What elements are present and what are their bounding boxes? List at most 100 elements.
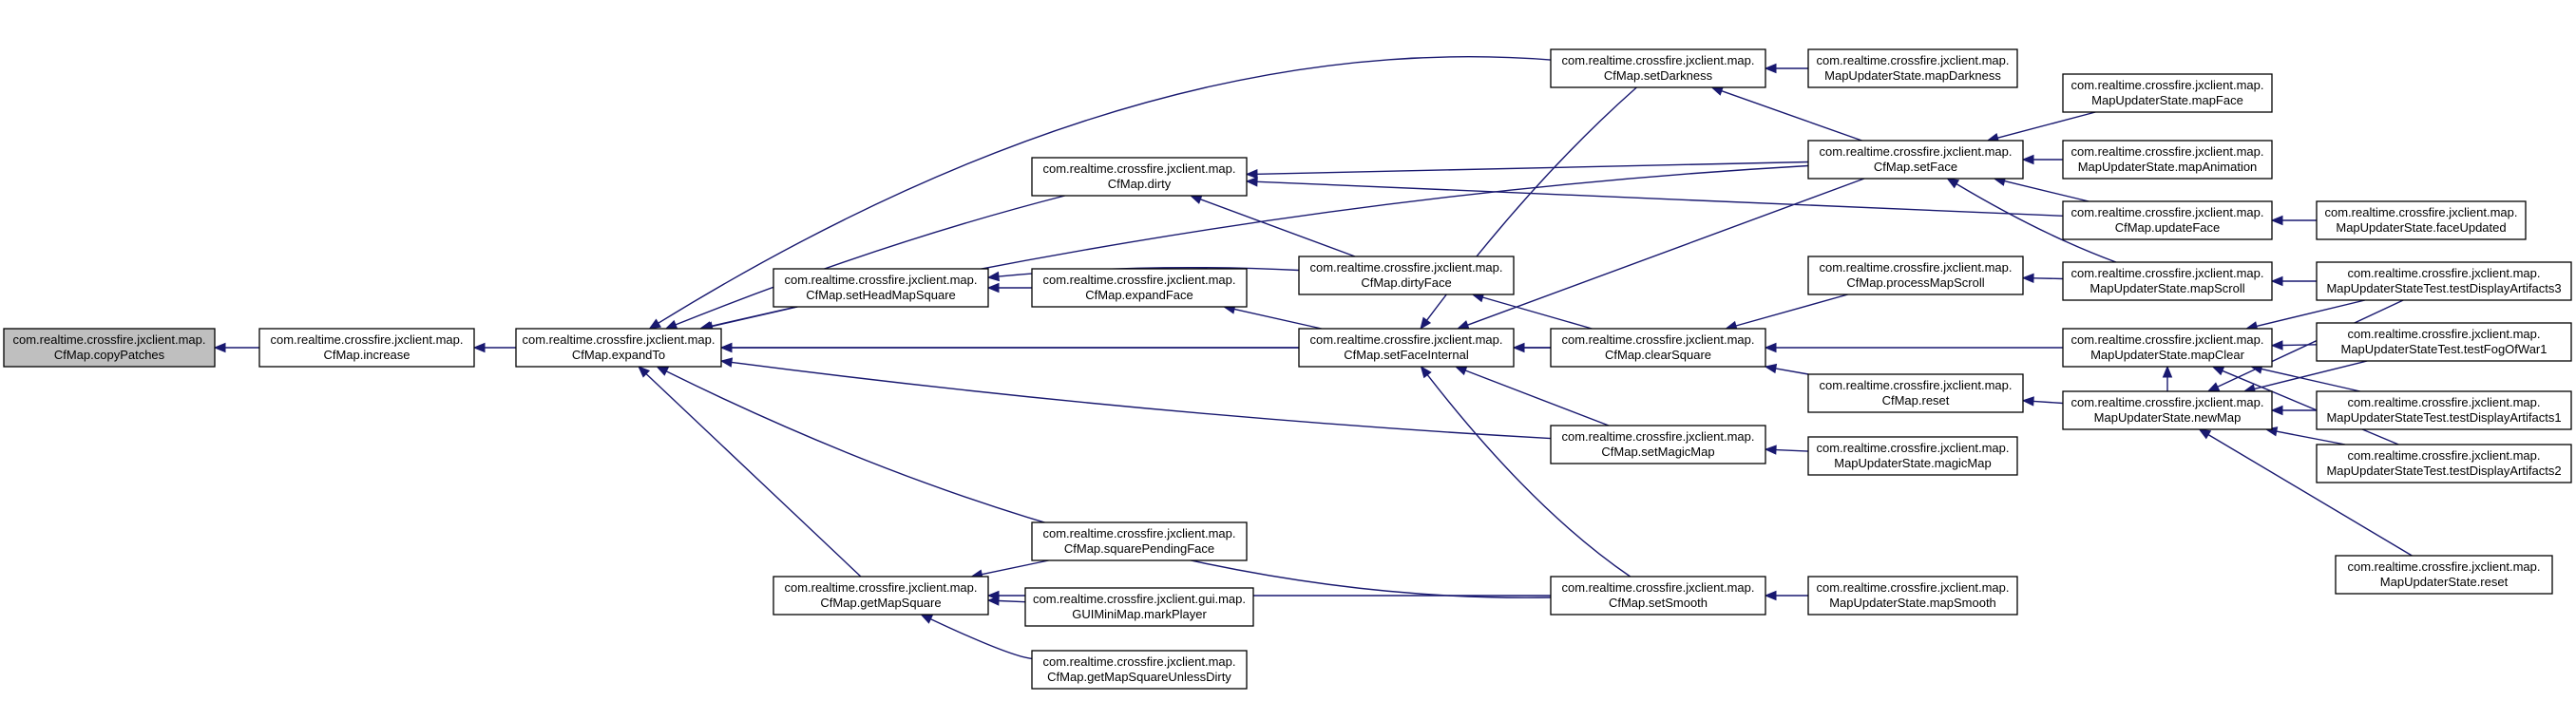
node-setDarkness[interactable]: com.realtime.crossfire.jxclient.map.CfMa… [1550,48,1766,88]
node-reset[interactable]: com.realtime.crossfire.jxclient.map.CfMa… [1807,373,2024,413]
node-label-package: com.realtime.crossfire.jxclient.map. [2348,559,2541,574]
node-box [1807,373,2024,413]
node-label-package: com.realtime.crossfire.jxclient.map. [1043,654,1236,669]
edge-clearSquare-to-setFaceInternal [1512,342,1551,353]
node-box [515,328,722,368]
edge-line [1956,182,2117,263]
edge-line [712,306,798,328]
node-label-package: com.realtime.crossfire.jxclient.map. [1562,429,1755,444]
node-label-method: CfMap.getMapSquare [820,596,941,610]
node-label-package: com.realtime.crossfire.jxclient.map. [1310,332,1503,347]
arrow-head-icon [2211,366,2225,376]
node-box [2062,261,2273,301]
edge-expandFace-to-setHeadMapSquare [986,282,1032,294]
node-testDA1[interactable]: com.realtime.crossfire.jxclient.map.MapU… [2316,390,2572,430]
edge-line [2032,277,2064,280]
node-box [2062,73,2273,113]
edge-line [1735,294,1848,327]
edge-mapDarkness-to-setDarkness [1764,63,1808,74]
node-setHeadMapSquare[interactable]: com.realtime.crossfire.jxclient.map.CfMa… [773,268,989,308]
node-label-package: com.realtime.crossfire.jxclient.map. [2071,266,2264,280]
node-mapFace[interactable]: com.realtime.crossfire.jxclient.map.MapU… [2062,73,2273,113]
edge-getMapSquare-to-expandTo [638,366,862,578]
edge-mapAnimation-to-setFace [2021,154,2063,165]
node-label-method: CfMap.dirtyFace [1361,275,1451,290]
node-label-package: com.realtime.crossfire.jxclient.map. [1817,580,2010,595]
node-setSmooth[interactable]: com.realtime.crossfire.jxclient.map.CfMa… [1550,576,1766,616]
node-box [1031,268,1248,308]
arrow-head-icon [920,614,934,624]
node-mapClear[interactable]: com.realtime.crossfire.jxclient.map.MapU… [2062,328,2273,368]
node-label-package: com.realtime.crossfire.jxclient.map. [1820,144,2013,159]
node-label-package: com.realtime.crossfire.jxclient.gui.map. [1033,592,1246,606]
node-label-method: MapUpdaterStateTest.testFogOfWar1 [2340,342,2547,356]
edge-setHeadMapSquare-to-expandTo [700,306,798,332]
node-getMapSquareUnlessDirty[interactable]: com.realtime.crossfire.jxclient.map.CfMa… [1031,650,1248,690]
node-box [2316,390,2572,430]
edge-mapScroll-to-processMapScroll [2021,273,2064,284]
node-copyPatches[interactable]: com.realtime.crossfire.jxclient.map.CfMa… [3,328,216,368]
node-setFace[interactable]: com.realtime.crossfire.jxclient.map.CfMa… [1807,140,2024,180]
node-mapAnimation[interactable]: com.realtime.crossfire.jxclient.map.MapU… [2062,140,2273,180]
node-faceUpdated[interactable]: com.realtime.crossfire.jxclient.map.MapU… [2316,200,2527,240]
edge-dirty-to-expandTo [664,195,1065,330]
node-newMap[interactable]: com.realtime.crossfire.jxclient.map.MapU… [2062,390,2273,430]
edge-setFace-to-dirty [1245,161,1809,180]
node-label-package: com.realtime.crossfire.jxclient.map. [1817,53,2010,67]
node-squarePendingFace[interactable]: com.realtime.crossfire.jxclient.map.CfMa… [1031,521,1248,561]
arrow-head-icon [719,342,733,353]
node-label-method: MapUpdaterState.mapSmooth [1829,596,1996,610]
node-label-package: com.realtime.crossfire.jxclient.map. [1043,526,1236,540]
edge-setFaceInternal-to-expandFace [1222,304,1322,330]
node-label-package: com.realtime.crossfire.jxclient.map. [2348,266,2541,280]
node-label-method: CfMap.reset [1882,393,1950,407]
node-mapSmooth[interactable]: com.realtime.crossfire.jxclient.map.MapU… [1807,576,2018,616]
edge-mapScroll-to-setFace [1946,178,2117,263]
node-box [2316,322,2572,362]
edge-setFace-to-setDarkness [1710,85,1862,142]
node-label-package: com.realtime.crossfire.jxclient.map. [1043,273,1236,287]
node-label-method: MapUpdaterStateTest.testDisplayArtifacts… [2326,281,2561,295]
edge-line [1721,90,1862,142]
node-testDA2[interactable]: com.realtime.crossfire.jxclient.map.MapU… [2316,444,2572,483]
node-box [3,328,216,368]
edge-line [658,56,1552,324]
node-label-package: com.realtime.crossfire.jxclient.map. [1310,260,1503,275]
node-label-package: com.realtime.crossfire.jxclient.map. [523,332,716,347]
edge-setMagicMap-to-expandTo [719,357,1552,440]
edge-line [1464,369,1610,426]
node-updateFace[interactable]: com.realtime.crossfire.jxclient.map.CfMa… [2062,200,2273,240]
node-dirty[interactable]: com.realtime.crossfire.jxclient.map.CfMa… [1031,157,1248,197]
arrow-head-icon [2021,396,2034,407]
node-magicMap[interactable]: com.realtime.crossfire.jxclient.map.MapU… [1807,436,2018,476]
node-setMagicMap[interactable]: com.realtime.crossfire.jxclient.map.CfMa… [1550,425,1766,464]
node-mapDarkness[interactable]: com.realtime.crossfire.jxclient.map.MapU… [1807,48,2018,88]
arrow-head-icon [719,357,734,368]
node-msReset[interactable]: com.realtime.crossfire.jxclient.map.MapU… [2335,555,2553,595]
node-label-method: MapUpdaterState.mapFace [2091,93,2243,107]
node-expandTo[interactable]: com.realtime.crossfire.jxclient.map.CfMa… [515,328,722,368]
node-box [258,328,475,368]
edge-line [998,599,1026,603]
arrow-head-icon [2198,428,2212,440]
edge-line [2261,368,2360,392]
node-getMapSquare[interactable]: com.realtime.crossfire.jxclient.map.CfMa… [773,576,989,616]
node-clearSquare[interactable]: com.realtime.crossfire.jxclient.map.CfMa… [1550,328,1766,368]
arrow-head-icon [2162,365,2173,378]
node-testFog[interactable]: com.realtime.crossfire.jxclient.map.MapU… [2316,322,2572,362]
node-setFaceInternal[interactable]: com.realtime.crossfire.jxclient.map.CfMa… [1298,328,1515,368]
node-mapScroll[interactable]: com.realtime.crossfire.jxclient.map.MapU… [2062,261,2273,301]
edge-newMap-to-mapClear [2162,365,2173,391]
node-label-package: com.realtime.crossfire.jxclient.map. [1820,260,2013,275]
node-label-method: CfMap.setMagicMap [1601,445,1714,459]
node-processMapScroll[interactable]: com.realtime.crossfire.jxclient.map.CfMa… [1807,256,2024,295]
node-expandFace[interactable]: com.realtime.crossfire.jxclient.map.CfMa… [1031,268,1248,308]
edge-setSmooth-to-setFaceInternal [1420,365,1631,578]
node-testDA3[interactable]: com.realtime.crossfire.jxclient.map.MapU… [2316,261,2572,301]
node-increase[interactable]: com.realtime.crossfire.jxclient.map.CfMa… [258,328,475,368]
node-markPlayer[interactable]: com.realtime.crossfire.jxclient.gui.map.… [1024,587,1254,627]
edge-line [2254,360,2368,390]
node-dirtyFace[interactable]: com.realtime.crossfire.jxclient.map.CfMa… [1298,256,1515,295]
edge-increase-to-copyPatches [213,342,259,353]
arrow-head-icon [1764,342,1777,353]
